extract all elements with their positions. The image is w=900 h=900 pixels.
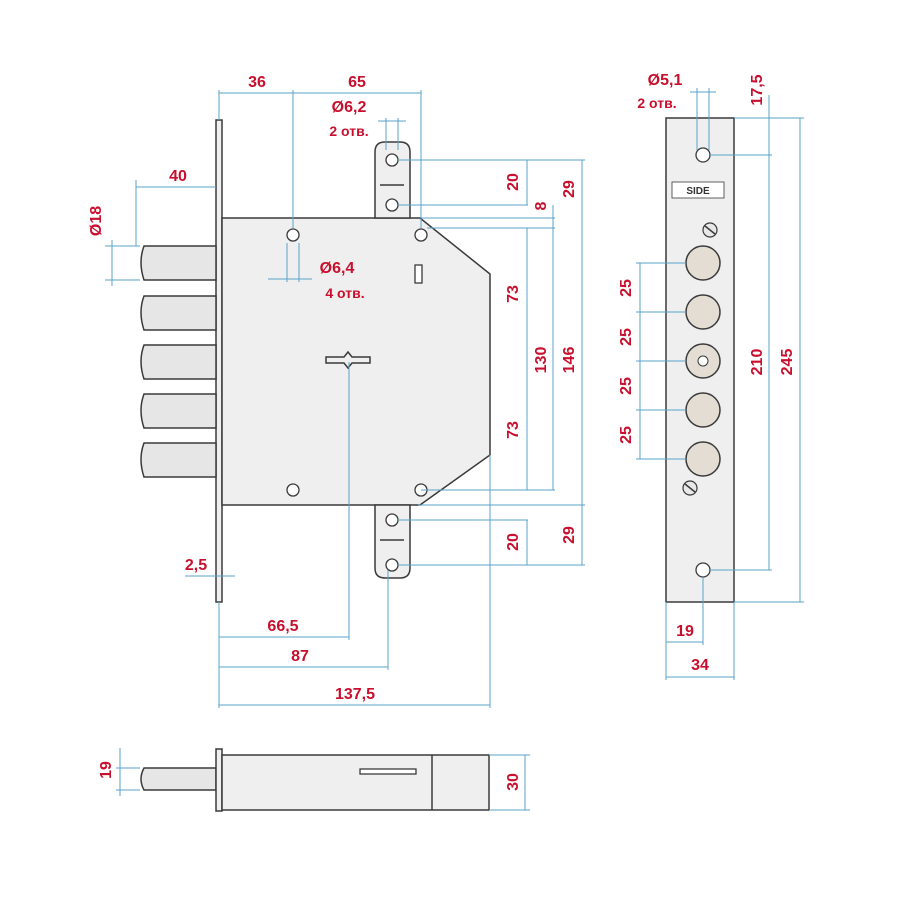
bolt-end <box>685 441 721 477</box>
dim-25-2: 25 <box>618 328 635 346</box>
dim-holes-2-count: 2 отв. <box>329 123 368 139</box>
dim-245: 245 <box>779 349 796 376</box>
bolt <box>140 393 217 429</box>
dim-210: 210 <box>749 349 766 376</box>
dim-8: 8 <box>533 201 550 210</box>
screw-icon <box>682 480 698 496</box>
dim-66-5: 66,5 <box>267 618 298 635</box>
bottom-bracket <box>374 504 411 579</box>
faceplate-screw-hole <box>695 562 711 578</box>
dim-19-plate: 19 <box>676 623 694 640</box>
bracket-hole <box>385 198 399 212</box>
bolt-side <box>140 767 217 791</box>
lock-case <box>221 217 491 506</box>
brand-logo: SIDE <box>671 181 725 199</box>
dim-40: 40 <box>169 168 187 185</box>
faceplate-edge-bottom <box>215 748 223 812</box>
bolt <box>140 245 217 281</box>
bolt <box>140 442 217 478</box>
bottom-slot <box>359 768 417 775</box>
bracket-hole <box>385 153 399 167</box>
bolt <box>140 295 217 331</box>
dim-25-3: 25 <box>618 377 635 395</box>
lock-case-bottom <box>221 754 490 811</box>
mounting-hole <box>286 228 300 242</box>
dim-19-side: 19 <box>98 761 115 779</box>
dim-29-bottom: 29 <box>561 526 578 544</box>
bottom-dimension-lines <box>116 748 530 811</box>
dim-holes-2-count-plate: 2 отв. <box>637 95 676 111</box>
latch-slot <box>414 264 423 284</box>
lock-bottom-view <box>140 748 490 812</box>
dim-20-top: 20 <box>505 173 522 191</box>
dim-holes-4-count: 4 отв. <box>325 285 364 301</box>
bracket-hole <box>385 558 399 572</box>
dim-36: 36 <box>248 74 266 91</box>
dim-20-bottom: 20 <box>505 533 522 551</box>
dim-73-bottom: 73 <box>505 421 522 439</box>
bolt-end <box>685 392 721 428</box>
dim-hole-6-2: Ø6,2 <box>332 99 367 116</box>
dim-34: 34 <box>691 657 709 674</box>
keyhole <box>325 350 371 370</box>
top-bracket <box>374 141 411 219</box>
dim-25-1: 25 <box>618 279 635 297</box>
front-dimension-lines <box>105 90 585 708</box>
mounting-hole <box>286 483 300 497</box>
bolt-end <box>685 245 721 281</box>
dim-29-top: 29 <box>561 180 578 198</box>
dim-137-5: 137,5 <box>335 686 375 703</box>
faceplate-edge <box>215 119 223 603</box>
bolts <box>140 245 217 478</box>
dim-17-5: 17,5 <box>749 74 766 105</box>
dim-130: 130 <box>533 347 550 374</box>
dim-87: 87 <box>291 648 309 665</box>
faceplate-dimension-lines <box>636 88 804 680</box>
dim-hole-5-1: Ø5,1 <box>648 72 683 89</box>
dim-hole-6-4: Ø6,4 <box>320 260 355 277</box>
mounting-hole <box>414 228 428 242</box>
dim-2-5: 2,5 <box>185 557 207 574</box>
dim-diameter-18: Ø18 <box>88 206 105 236</box>
faceplate-side-view: SIDE <box>665 117 735 603</box>
dim-65: 65 <box>348 74 366 91</box>
dim-30: 30 <box>505 773 522 791</box>
dim-25-4: 25 <box>618 426 635 444</box>
bolt <box>140 344 217 380</box>
dim-146: 146 <box>561 347 578 374</box>
dim-73-top: 73 <box>505 285 522 303</box>
screw-icon <box>702 222 718 238</box>
faceplate-screw-hole <box>695 147 711 163</box>
bolt-end <box>685 294 721 330</box>
svg-text:SIDE: SIDE <box>686 186 710 197</box>
lock-front-view <box>140 119 491 603</box>
bracket-hole <box>385 513 399 527</box>
